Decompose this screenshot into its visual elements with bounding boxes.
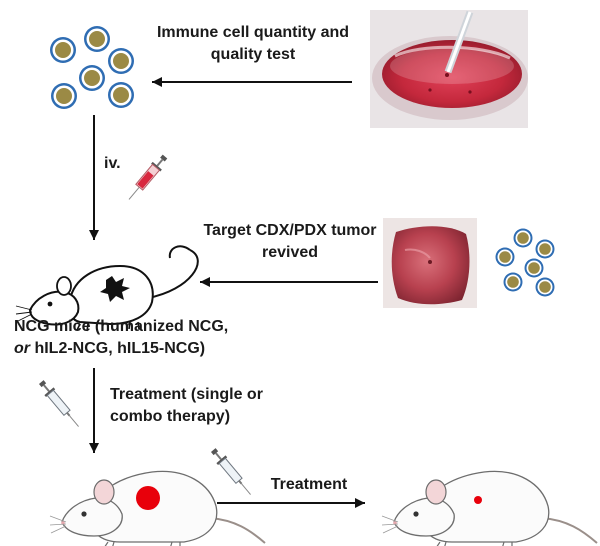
step1-label: Immune cell quantity and quality test bbox=[140, 22, 366, 66]
step1-label-line1: Immune cell quantity and bbox=[156, 24, 350, 41]
immune-cell-icon bbox=[108, 48, 134, 74]
tumor-small bbox=[474, 496, 482, 504]
mice-label-line2: or hIL2-NCG, hIL15-NCG) bbox=[14, 338, 274, 360]
syringe-icon bbox=[208, 445, 256, 499]
syringe-icon bbox=[128, 154, 168, 200]
immune-cell-icon bbox=[535, 239, 555, 259]
immune-cell-cluster-small bbox=[495, 228, 555, 297]
mouse-drawing bbox=[15, 245, 199, 332]
immune-cell-icon bbox=[50, 37, 76, 63]
immune-cell-icon bbox=[84, 26, 110, 52]
step2-label-line2: revived bbox=[261, 244, 319, 261]
step4-label: Treatment bbox=[254, 474, 364, 496]
iv-label: iv. bbox=[104, 153, 134, 175]
mice-label-line2-rest: hIL2-NCG, hIL15-NCG) bbox=[30, 340, 206, 357]
tumor-spot bbox=[100, 276, 130, 302]
immune-cell-cluster bbox=[50, 26, 134, 109]
immune-cell-icon bbox=[51, 83, 77, 109]
step3-label: Treatment (single or combo therapy) bbox=[110, 384, 290, 428]
step1-label-line2: quality test bbox=[210, 46, 296, 63]
mouse-with-small-tumor bbox=[381, 470, 598, 546]
mouse-with-large-tumor bbox=[49, 470, 266, 546]
tumor-large bbox=[136, 486, 160, 510]
step3-label-line2: combo therapy) bbox=[110, 408, 231, 425]
mice-label-line1: NCG mice (humanized NCG, bbox=[14, 318, 229, 335]
mice-label: NCG mice (humanized NCG, or hIL2-NCG, hI… bbox=[14, 316, 274, 360]
immune-cell-icon bbox=[503, 272, 523, 292]
immune-cell-icon bbox=[495, 247, 515, 267]
tumor-tissue-photo bbox=[383, 218, 477, 308]
immune-cell-icon bbox=[535, 277, 555, 297]
step4-label-text: Treatment bbox=[270, 476, 348, 493]
mice-label-or: or bbox=[14, 340, 30, 357]
step3-label-line1: Treatment (single or bbox=[110, 386, 263, 403]
immune-cell-icon bbox=[79, 65, 105, 91]
step2-label: Target CDX/PDX tumor revived bbox=[190, 220, 390, 264]
immune-cell-icon bbox=[524, 258, 544, 278]
syringe-icon bbox=[36, 377, 84, 431]
immune-cell-icon bbox=[513, 228, 533, 248]
iv-label-text: iv. bbox=[104, 155, 121, 172]
petri-dish-photo bbox=[370, 10, 528, 128]
step2-label-line1: Target CDX/PDX tumor bbox=[203, 222, 377, 239]
immune-cell-icon bbox=[108, 82, 134, 108]
